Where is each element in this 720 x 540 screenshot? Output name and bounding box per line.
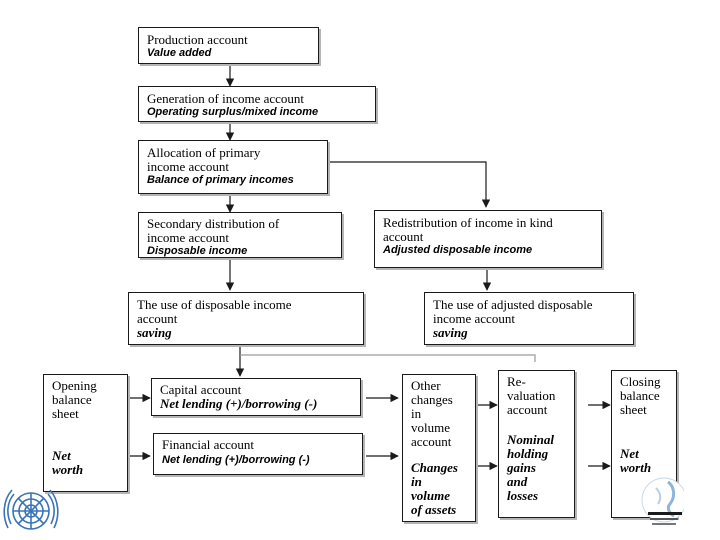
revaluation-balance-line5: losses <box>507 488 539 503</box>
closing-title-line2: balance <box>620 388 660 403</box>
opening-title-line3: sheet <box>52 406 79 421</box>
production-account-balance: Value added <box>147 47 212 59</box>
statistics-division-logo-icon <box>641 477 684 525</box>
opening-balance-line1: Net <box>52 448 71 463</box>
other-title-line3: in <box>411 406 422 421</box>
generation-of-income-balance: Operating surplus/mixed income <box>147 106 319 118</box>
redistribution-in-kind-box: Redistribution of income in kind account… <box>374 210 602 268</box>
other-title-line1: Other <box>411 378 441 393</box>
other-balance-line4: of assets <box>411 502 457 517</box>
secondary-title-line2: income account <box>147 230 229 245</box>
revaluation-title-line3: account <box>507 402 548 417</box>
secondary-distribution-box: Secondary distribution of income account… <box>138 212 342 258</box>
use-disposable-title-line1: The use of disposable income <box>137 297 292 312</box>
other-balance-line3: volume <box>411 488 450 503</box>
use-disposable-title-line2: account <box>137 311 178 326</box>
allocation-title-line2: income account <box>147 159 229 174</box>
use-disposable-balance: saving <box>137 325 172 340</box>
un-emblem-icon <box>3 489 59 530</box>
opening-title-line2: balance <box>52 392 92 407</box>
other-title-line4: volume <box>411 420 450 435</box>
opening-balance-line2: worth <box>52 462 84 477</box>
capital-account-title: Capital account <box>160 382 242 397</box>
other-title-line5: account <box>411 434 452 449</box>
production-account-box: Production account Value added <box>138 27 319 64</box>
revaluation-balance-line2: holding <box>507 446 549 461</box>
financial-account-title: Financial account <box>162 437 255 452</box>
generation-of-income-title: Generation of income account <box>147 91 305 106</box>
generation-of-income-account-box: Generation of income account Operating s… <box>138 86 376 122</box>
closing-balance-line1: Net <box>620 446 639 461</box>
other-title-line2: changes <box>411 392 453 407</box>
use-of-disposable-income-box: The use of disposable income account sav… <box>128 292 364 345</box>
capital-account-box: Capital account Net lending (+)/borrowin… <box>151 378 361 416</box>
arrow-allocation-to-redistribution <box>328 161 491 208</box>
redistribution-title-line1: Redistribution of income in kind <box>383 215 553 230</box>
financial-account-balance: Net lending (+)/borrowing (-) <box>162 454 310 466</box>
redistribution-title-line2: account <box>383 229 424 244</box>
use-adjusted-balance: saving <box>433 325 468 340</box>
capital-account-balance: Net lending (+)/borrowing (-) <box>160 396 318 411</box>
revaluation-title-line1: Re- <box>507 374 526 389</box>
opening-balance-sheet-box: Opening balance sheet Net worth <box>43 374 128 492</box>
opening-title-line1: Opening <box>52 378 97 393</box>
revaluation-account-box: Re- valuation account Nominal holding ga… <box>498 370 575 518</box>
closing-title-line1: Closing <box>620 374 661 389</box>
redistribution-balance: Adjusted disposable income <box>383 244 533 256</box>
closing-title-line3: sheet <box>620 402 647 417</box>
production-account-title: Production account <box>147 32 248 47</box>
use-of-adjusted-disposable-income-box: The use of adjusted disposable income ac… <box>424 292 634 345</box>
use-adjusted-title-line2: income account <box>433 311 515 326</box>
secondary-title-line1: Secondary distribution of <box>147 216 280 231</box>
revaluation-balance-line1: Nominal <box>507 432 554 447</box>
revaluation-title-line2: valuation <box>507 388 556 403</box>
connector-use-to-accumulation <box>240 354 536 362</box>
allocation-title-line1: Allocation of primary <box>147 145 261 160</box>
revaluation-balance-line4: and <box>507 474 528 489</box>
use-adjusted-title-line1: The use of adjusted disposable <box>433 297 593 312</box>
allocation-balance: Balance of primary incomes <box>147 174 294 186</box>
financial-account-box: Financial account Net lending (+)/borrow… <box>153 433 363 475</box>
allocation-primary-income-box: Allocation of primary income account Bal… <box>138 140 328 194</box>
other-balance-line2: in <box>411 474 422 489</box>
revaluation-balance-line3: gains <box>507 460 536 475</box>
other-changes-in-volume-box: Other changes in volume account Changes … <box>402 374 476 522</box>
closing-balance-line2: worth <box>620 460 652 475</box>
other-balance-line1: Changes <box>411 460 458 475</box>
secondary-balance: Disposable income <box>147 245 248 257</box>
